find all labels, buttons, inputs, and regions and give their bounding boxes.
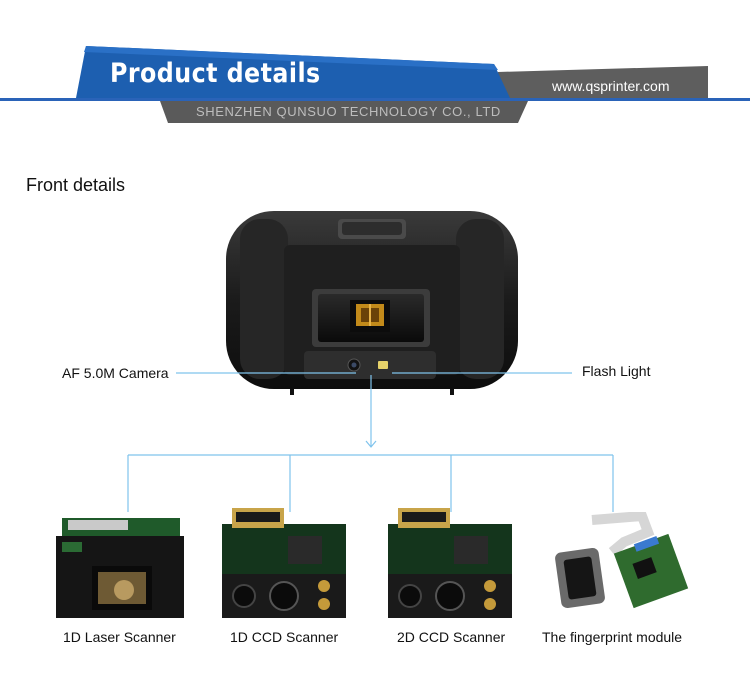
- section-title: Front details: [26, 175, 126, 195]
- laser-scanner-image: [52, 514, 184, 618]
- module-label: 1D CCD Scanner: [230, 629, 339, 645]
- website-url[interactable]: www.qsprinter.com: [552, 78, 670, 94]
- module-label: 1D Laser Scanner: [63, 629, 176, 645]
- ccd-scanner-image: [218, 500, 350, 618]
- device-front-image: [218, 205, 526, 395]
- flash-callout-label: Flash Light: [582, 363, 651, 379]
- module-label: The fingerprint module: [542, 629, 683, 645]
- fingerprint-module-image: [552, 512, 692, 612]
- module-label: 2D CCD Scanner: [397, 629, 506, 645]
- camera-callout-label: AF 5.0M Camera: [62, 365, 169, 381]
- ccd-scanner-image: [384, 500, 516, 618]
- company-name: SHENZHEN QUNSUO TECHNOLOGY CO., LTD: [196, 104, 501, 119]
- banner-shapes: [0, 46, 750, 123]
- header-banner: Product details www.qsprinter.com SHENZH…: [0, 0, 750, 140]
- page-title: Product details: [110, 58, 321, 89]
